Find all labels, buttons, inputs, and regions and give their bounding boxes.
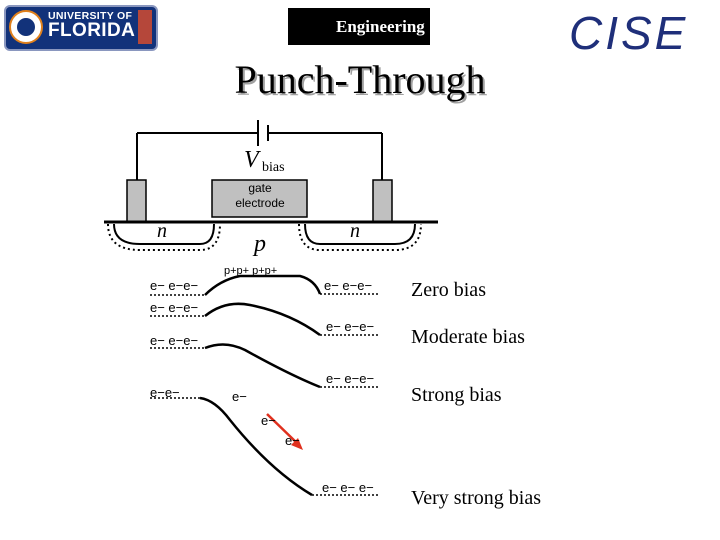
v-bias-symbol: V [244, 147, 259, 173]
gate-label-line1: gate [248, 181, 272, 195]
uf-tower-icon [138, 10, 152, 44]
p-body-label: p [254, 231, 266, 257]
very-strong-right-electrons: e− e− e− [322, 480, 374, 495]
engineering-logo-text: Engineering [336, 17, 425, 36]
very-strong-electron-3: e− [285, 433, 300, 448]
cise-logo: CISE [569, 7, 689, 59]
bias-circuit [136, 120, 383, 180]
very-strong-electron-2: e− [261, 413, 276, 428]
band-strong-bias [150, 343, 380, 389]
gate-label-line2: electrode [235, 196, 285, 210]
moderate-bias-label: Moderate bias [411, 326, 525, 348]
uf-logo-text-line2: FLORIDA [48, 20, 136, 41]
moderate-right-electrons: e− e−e− [326, 319, 375, 334]
left-contact [126, 179, 147, 223]
engineering-logo [288, 8, 430, 45]
gate-electrode [211, 179, 308, 218]
very-strong-left-electrons: e−e− [150, 385, 180, 400]
zero-left-electrons: e− e−e− [150, 278, 199, 293]
electron-flow-arrow [266, 413, 303, 450]
uf-logo-text-line1: UNIVERSITY OF [48, 10, 133, 22]
strong-left-electrons: e− e−e− [150, 333, 199, 348]
band-moderate-bias [150, 302, 380, 337]
zero-holes: p+p+ p+p+ [224, 265, 278, 277]
moderate-left-electrons: e− e−e− [150, 300, 199, 315]
band-zero-bias [150, 274, 380, 296]
zero-right-electrons: e− e−e− [324, 278, 373, 293]
n-left-junction [107, 223, 221, 251]
right-contact [372, 179, 393, 223]
n-region-left-label: n [157, 220, 167, 242]
very-strong-electron-1: e− [232, 389, 247, 404]
strong-right-electrons: e− e−e− [326, 371, 375, 386]
v-bias-subscript: bias [262, 160, 285, 175]
n-right-junction [298, 223, 422, 251]
strong-bias-label: Strong bias [411, 384, 502, 406]
uf-seal-center [17, 18, 35, 36]
band-very-strong-bias [150, 396, 380, 497]
n-region-right-label: n [350, 220, 360, 242]
very-strong-bias-label: Very strong bias [411, 487, 541, 509]
gate-electrode-label: gate electrode [214, 181, 306, 211]
zero-bias-label: Zero bias [411, 279, 486, 301]
slide-title: Punch-Through [234, 57, 486, 102]
